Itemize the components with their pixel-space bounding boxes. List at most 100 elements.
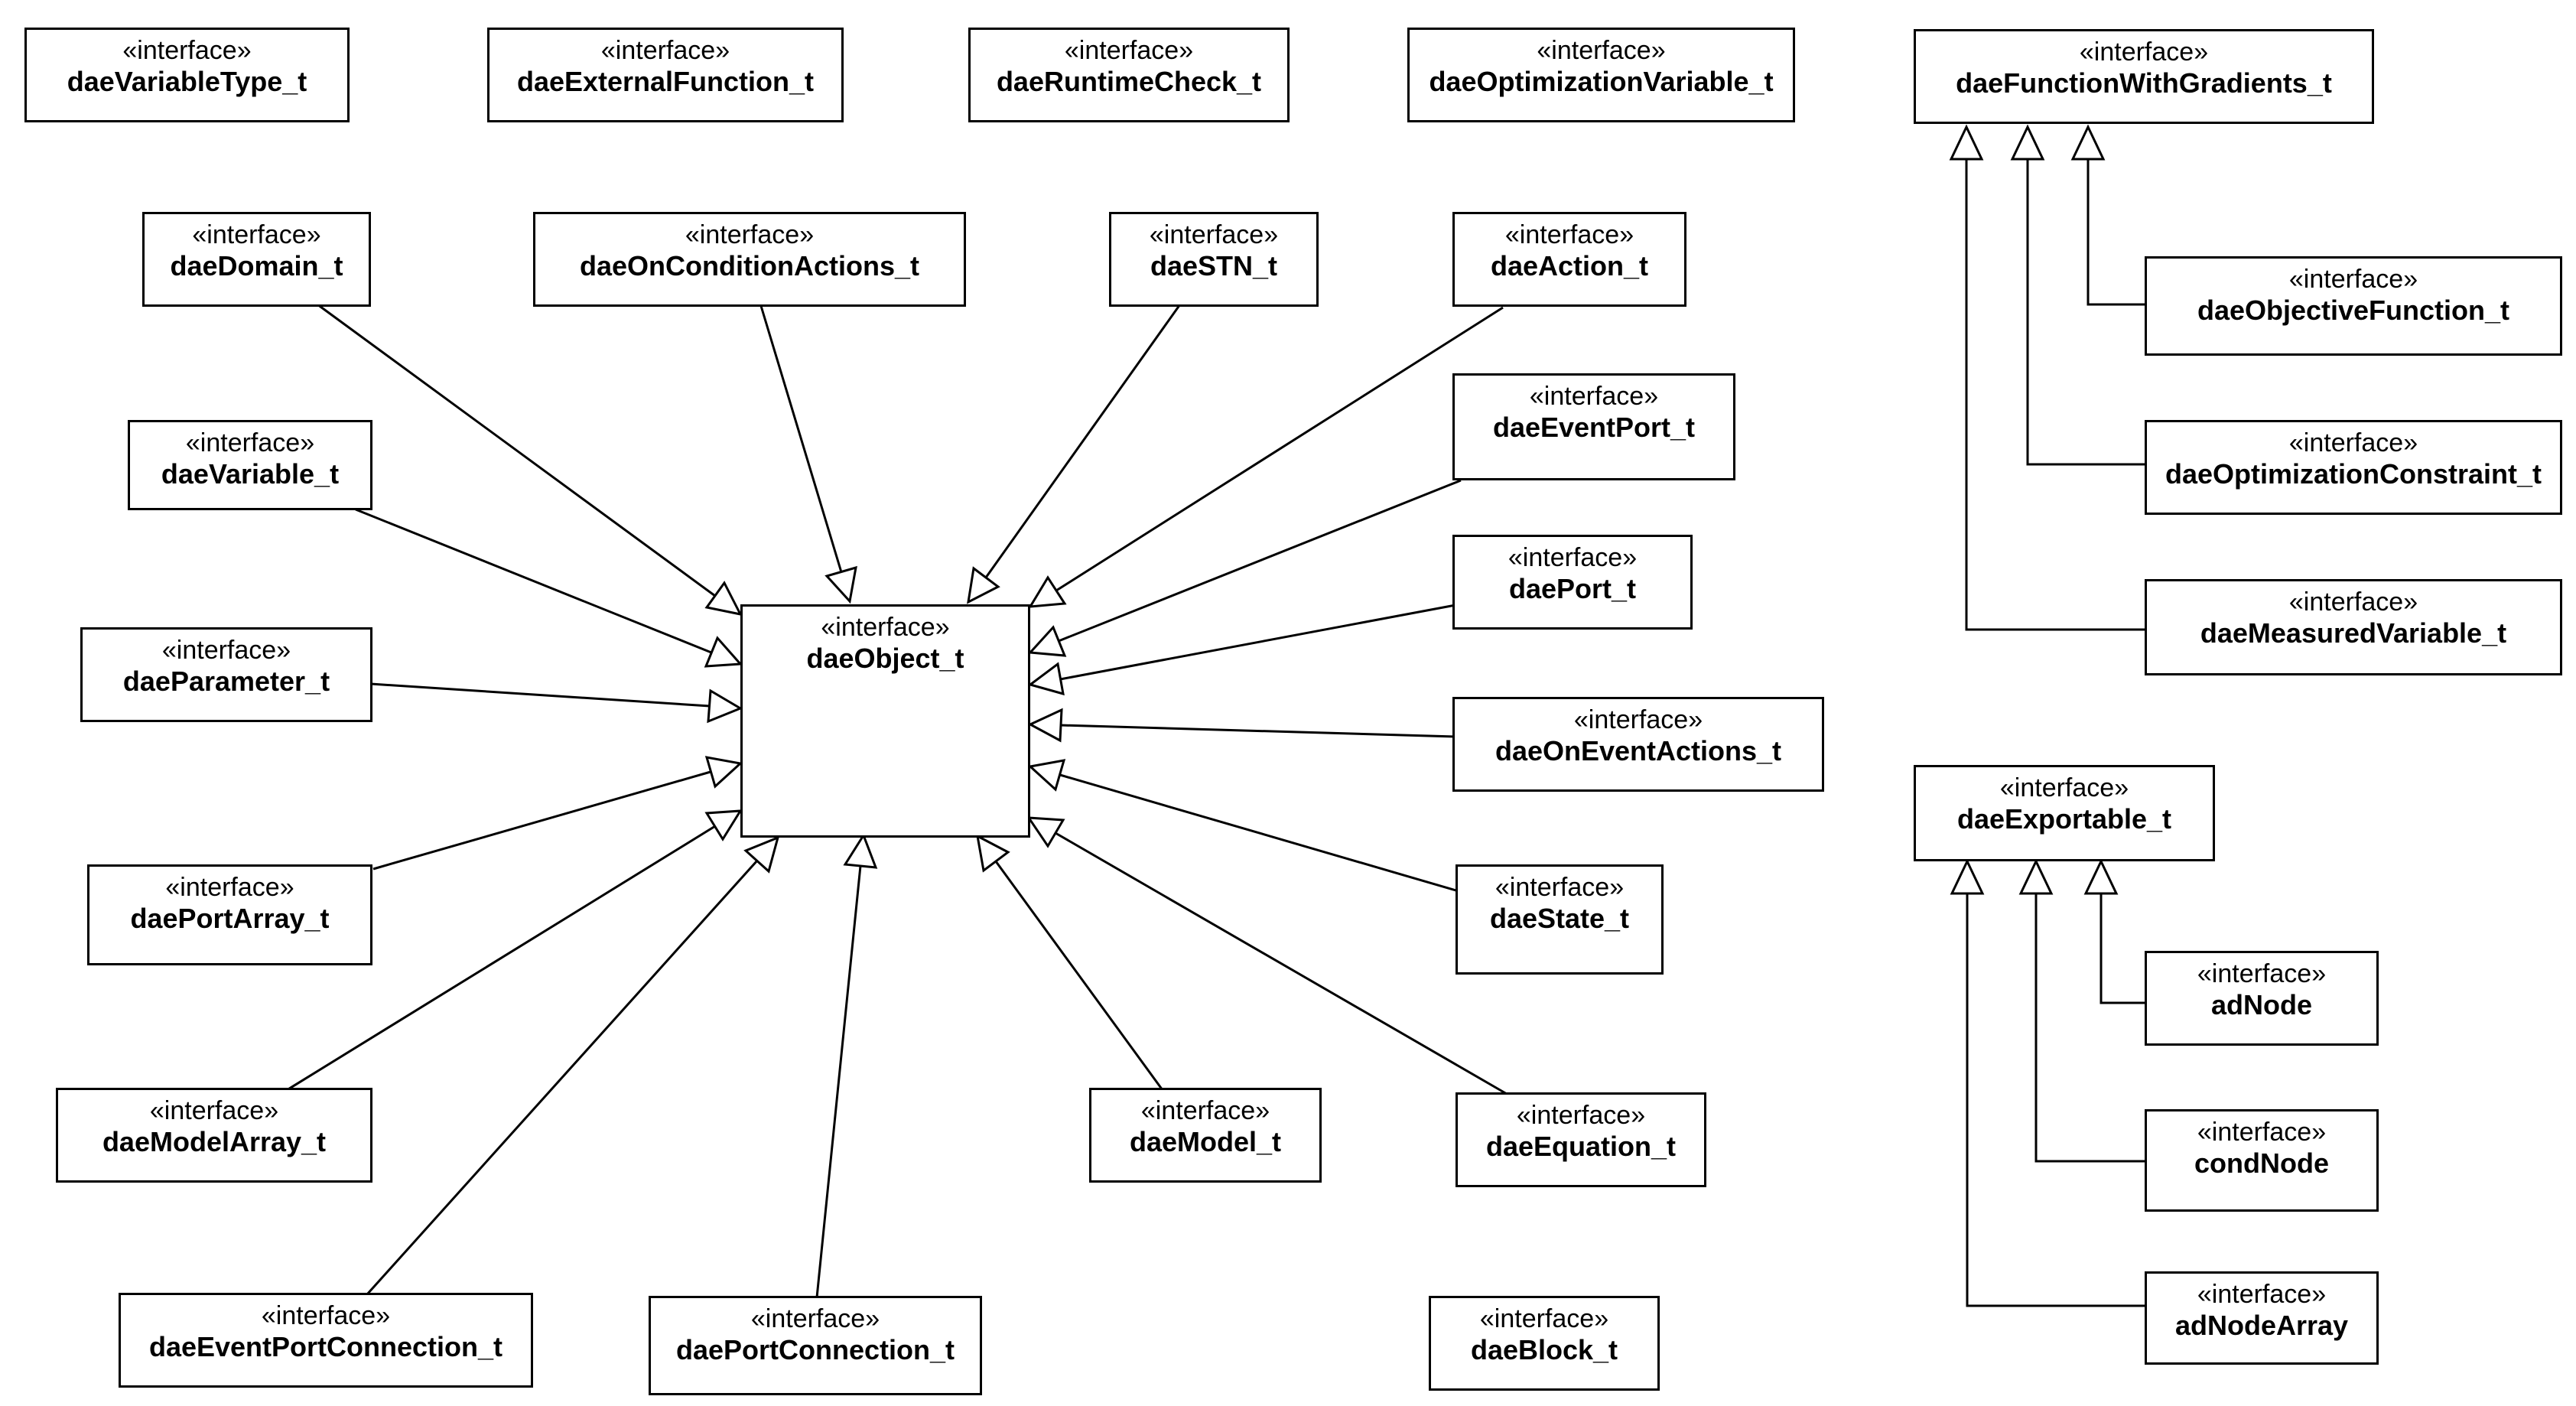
class-name: adNodeArray — [2174, 1310, 2349, 1342]
stereotype-label: «interface» — [165, 873, 294, 902]
class-name: daePort_t — [1508, 573, 1637, 605]
class-name: daeExternalFunction_t — [516, 66, 815, 98]
edge-daeParameter_t-daeObject_t — [370, 682, 743, 724]
class-name: daeRuntimeCheck_t — [996, 66, 1262, 98]
class-daeObjectiveFunction_t[interactable]: «interface» daeObjectiveFunction_t — [2145, 256, 2562, 356]
class-name: daeModel_t — [1129, 1126, 1282, 1158]
class-daeOptimizationConstraint_t[interactable]: «interface» daeOptimizationConstraint_t — [2145, 420, 2562, 515]
stereotype-label: «interface» — [261, 1301, 391, 1330]
class-name: daeExportable_t — [1956, 803, 2172, 835]
class-adNode[interactable]: «interface» adNode — [2145, 951, 2379, 1046]
class-daeEventPort_t[interactable]: «interface» daeEventPort_t — [1452, 373, 1735, 480]
class-name: daeState_t — [1489, 903, 1630, 935]
class-name: daeVariableType_t — [67, 66, 307, 98]
class-daeModel_t[interactable]: «interface» daeModel_t — [1089, 1088, 1322, 1183]
stereotype-label: «interface» — [2197, 1280, 2327, 1309]
class-daeVariableType_t[interactable]: «interface» daeVariableType_t — [24, 28, 350, 122]
edge-daeSTN_t-daeObject_t — [967, 301, 1183, 604]
class-daeModelArray_t[interactable]: «interface» daeModelArray_t — [56, 1088, 372, 1183]
stereotype-label: «interface» — [750, 1304, 880, 1333]
class-daeObject_t[interactable]: «interface» daeObject_t — [740, 604, 1030, 838]
edge-daeModel_t-daeObject_t — [975, 834, 1164, 1091]
class-daeExternalFunction_t[interactable]: «interface» daeExternalFunction_t — [487, 28, 844, 122]
class-name: daeOnEventActions_t — [1495, 735, 1782, 767]
class-name: daeObjectiveFunction_t — [2197, 295, 2510, 327]
edge-daeEventPort_t-daeObject_t — [1027, 479, 1462, 657]
class-name: daeMeasuredVariable_t — [2200, 617, 2507, 649]
stereotype-label: «interface» — [1529, 382, 1659, 411]
stereotype-label: «interface» — [1495, 873, 1625, 902]
class-daePort_t[interactable]: «interface» daePort_t — [1452, 535, 1693, 630]
edge-daeAction_t-daeObject_t — [1028, 306, 1504, 608]
class-daePortArray_t[interactable]: «interface» daePortArray_t — [87, 864, 372, 965]
stereotype-label: «interface» — [1064, 36, 1194, 65]
class-name: daeAction_t — [1490, 250, 1649, 282]
class-name: daeEquation_t — [1485, 1131, 1677, 1163]
class-daeOnEventActions_t[interactable]: «interface» daeOnEventActions_t — [1452, 697, 1824, 792]
stereotype-label: «interface» — [1504, 220, 1634, 249]
class-name: daeBlock_t — [1470, 1334, 1618, 1366]
stereotype-label: «interface» — [1516, 1101, 1646, 1130]
edge-adNode-daeExportable_t — [2083, 858, 2146, 1004]
edge-daeMeasuredVariable_t-daeFunctionWithGradients_t — [1949, 124, 2146, 631]
class-name: daeParameter_t — [122, 666, 330, 698]
stereotype-label: «interface» — [2288, 265, 2418, 294]
class-name: condNode — [2194, 1147, 2329, 1180]
edge-daePort_t-daeObject_t — [1027, 604, 1456, 696]
class-daeOnConditionActions_t[interactable]: «interface» daeOnConditionActions_t — [533, 212, 966, 307]
stereotype-label: «interface» — [821, 613, 950, 642]
class-daeExportable_t[interactable]: «interface» daeExportable_t — [1914, 765, 2215, 861]
edge-daeEquation_t-daeObject_t — [1026, 816, 1508, 1095]
edge-daeOnConditionActions_t-daeObject_t — [759, 305, 857, 604]
class-daeState_t[interactable]: «interface» daeState_t — [1456, 864, 1664, 975]
class-daeRuntimeCheck_t[interactable]: «interface» daeRuntimeCheck_t — [968, 28, 1290, 122]
class-daeOptimizationVariable_t[interactable]: «interface» daeOptimizationVariable_t — [1407, 28, 1795, 122]
class-daeVariable_t[interactable]: «interface» daeVariable_t — [128, 420, 372, 510]
stereotype-label: «interface» — [1537, 36, 1666, 65]
class-name: daeSTN_t — [1150, 250, 1278, 282]
edge-adNodeArray-daeExportable_t — [1950, 858, 2146, 1307]
class-daeEventPortConnection_t[interactable]: «interface» daeEventPortConnection_t — [119, 1293, 533, 1388]
class-name: daeEventPort_t — [1492, 412, 1696, 444]
class-name: daeEventPortConnection_t — [148, 1331, 503, 1363]
stereotype-label: «interface» — [2288, 587, 2418, 617]
class-daePortConnection_t[interactable]: «interface» daePortConnection_t — [649, 1296, 982, 1395]
edge-daeObjectiveFunction_t-daeFunctionWithGradients_t — [2070, 124, 2146, 306]
edge-daeEventPortConnection_t-daeObject_t — [366, 835, 780, 1296]
edge-daePortConnection_t-daeObject_t — [815, 832, 878, 1298]
edge-daeVariable_t-daeObject_t — [355, 508, 743, 668]
class-name: daePortArray_t — [130, 903, 330, 935]
stereotype-label: «interface» — [161, 636, 291, 665]
stereotype-label: «interface» — [2079, 37, 2209, 67]
class-daeEquation_t[interactable]: «interface» daeEquation_t — [1456, 1092, 1706, 1187]
class-name: daeOptimizationVariable_t — [1429, 66, 1774, 98]
edge-daeState_t-daeObject_t — [1027, 759, 1459, 893]
class-condNode[interactable]: «interface» condNode — [2145, 1109, 2379, 1212]
stereotype-label: «interface» — [192, 220, 321, 249]
class-daeFunctionWithGradients_t[interactable]: «interface» daeFunctionWithGradients_t — [1914, 29, 2374, 124]
class-daeAction_t[interactable]: «interface» daeAction_t — [1452, 212, 1686, 307]
stereotype-label: «interface» — [1479, 1304, 1609, 1333]
class-name: daePortConnection_t — [675, 1334, 955, 1366]
class-daeBlock_t[interactable]: «interface» daeBlock_t — [1429, 1296, 1660, 1391]
edge-daeOptimizationConstraint_t-daeFunctionWithGradients_t — [2010, 124, 2146, 466]
class-name: daeObject_t — [806, 643, 964, 675]
class-name: daeOnConditionActions_t — [580, 250, 919, 282]
class-daeMeasuredVariable_t[interactable]: «interface» daeMeasuredVariable_t — [2145, 579, 2562, 675]
class-daeParameter_t[interactable]: «interface» daeParameter_t — [80, 627, 372, 722]
class-adNodeArray[interactable]: «interface» adNodeArray — [2145, 1271, 2379, 1365]
class-daeSTN_t[interactable]: «interface» daeSTN_t — [1109, 212, 1319, 307]
stereotype-label: «interface» — [1999, 773, 2129, 802]
class-name: daeModelArray_t — [102, 1126, 327, 1158]
class-name: daeDomain_t — [170, 250, 343, 282]
class-daeDomain_t[interactable]: «interface» daeDomain_t — [142, 212, 371, 307]
stereotype-label: «interface» — [2197, 959, 2327, 988]
stereotype-label: «interface» — [685, 220, 815, 249]
edge-condNode-daeExportable_t — [2018, 858, 2146, 1163]
edge-daeDomain_t-daeObject_t — [317, 303, 743, 617]
stereotype-label: «interface» — [1140, 1096, 1270, 1125]
class-name: daeVariable_t — [161, 458, 340, 490]
stereotype-label: «interface» — [600, 36, 730, 65]
